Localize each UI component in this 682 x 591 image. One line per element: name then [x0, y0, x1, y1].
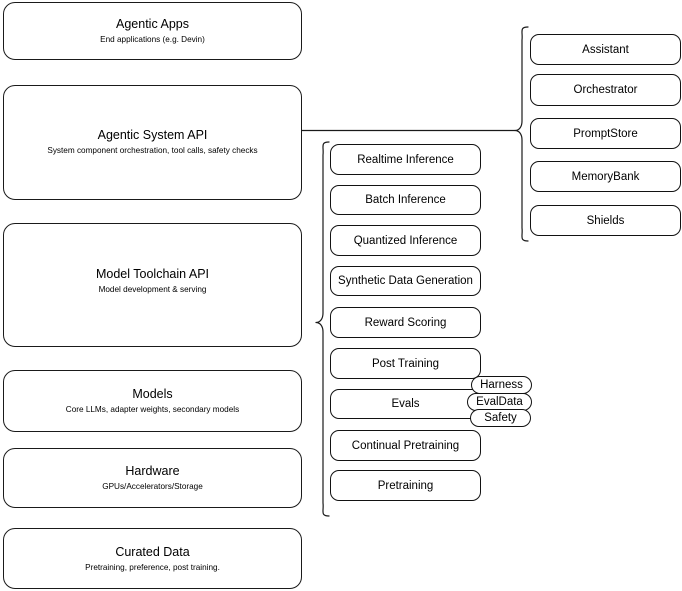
layer-models[interactable]: Models Core LLMs, adapter weights, secon…: [3, 370, 302, 432]
chip-label: Reward Scoring: [364, 316, 447, 329]
system-chip-assistant[interactable]: Assistant: [530, 34, 681, 65]
chip-label: Post Training: [371, 357, 440, 370]
layer-title: Agentic System API: [97, 128, 208, 142]
layer-hardware[interactable]: Hardware GPUs/Accelerators/Storage: [3, 448, 302, 508]
layer-title: Models: [132, 387, 173, 401]
toolchain-chip-synthetic-data-generation[interactable]: Synthetic Data Generation: [330, 266, 481, 296]
layer-curated-data[interactable]: Curated Data Pretraining, preference, po…: [3, 528, 302, 589]
chip-label: Batch Inference: [365, 194, 446, 206]
badge-label: EvalData: [476, 395, 523, 408]
chip-label: Evals: [391, 398, 420, 410]
system-chip-shields[interactable]: Shields: [530, 205, 681, 236]
layer-title: Model Toolchain API: [95, 267, 210, 281]
toolchain-chip-batch-inference[interactable]: Batch Inference: [330, 185, 481, 215]
system-components-brace: [514, 26, 529, 242]
chip-label: Shields: [586, 214, 625, 227]
layer-subtitle: System component orchestration, tool cal…: [47, 146, 258, 155]
layer-subtitle: Model development & serving: [98, 285, 207, 294]
layer-agentic-apps[interactable]: Agentic Apps End applications (e.g. Devi…: [3, 2, 302, 60]
layer-title: Hardware: [125, 464, 180, 478]
toolchain-chip-reward-scoring[interactable]: Reward Scoring: [330, 307, 481, 338]
toolchain-chip-continual-pretraining[interactable]: Continual Pretraining: [330, 430, 481, 461]
layer-subtitle: Pretraining, preference, post training.: [85, 562, 220, 572]
layer-subtitle: End applications (e.g. Devin): [100, 35, 205, 44]
layer-model-toolchain-api[interactable]: Model Toolchain API Model development & …: [3, 223, 302, 347]
eval-badge-safety[interactable]: Safety: [470, 409, 531, 427]
toolchain-chip-quantized-inference[interactable]: Quantized Inference: [330, 225, 481, 256]
toolchain-chip-evals[interactable]: Evals: [330, 389, 481, 419]
layer-subtitle: Core LLMs, adapter weights, secondary mo…: [65, 405, 240, 414]
chip-label: Orchestrator: [573, 84, 638, 96]
chip-label: Quantized Inference: [353, 234, 458, 247]
badge-label: Safety: [484, 411, 517, 424]
toolchain-chip-realtime-inference[interactable]: Realtime Inference: [330, 144, 481, 175]
system-chip-promptstore[interactable]: PromptStore: [530, 118, 681, 149]
layer-title: Agentic Apps: [116, 17, 189, 31]
toolchain-components-brace: [315, 141, 330, 517]
chip-label: Realtime Inference: [357, 153, 454, 166]
chip-label: Assistant: [582, 43, 629, 56]
layer-subtitle: GPUs/Accelerators/Storage: [102, 482, 203, 491]
system-chip-memorybank[interactable]: MemoryBank: [530, 161, 681, 192]
chip-label: Pretraining: [377, 479, 434, 492]
eval-badge-harness[interactable]: Harness: [471, 376, 532, 394]
badge-label: Harness: [480, 378, 523, 391]
toolchain-chip-post-training[interactable]: Post Training: [330, 348, 481, 379]
layer-agentic-system-api[interactable]: Agentic System API System component orch…: [3, 85, 302, 200]
chip-label: Synthetic Data Generation: [338, 275, 473, 287]
system-chip-orchestrator[interactable]: Orchestrator: [530, 74, 681, 106]
toolchain-chip-pretraining[interactable]: Pretraining: [330, 470, 481, 501]
chip-label: MemoryBank: [571, 170, 640, 183]
layer-title: Curated Data: [115, 544, 190, 559]
chip-label: Continual Pretraining: [351, 439, 460, 452]
chip-label: PromptStore: [573, 127, 638, 140]
